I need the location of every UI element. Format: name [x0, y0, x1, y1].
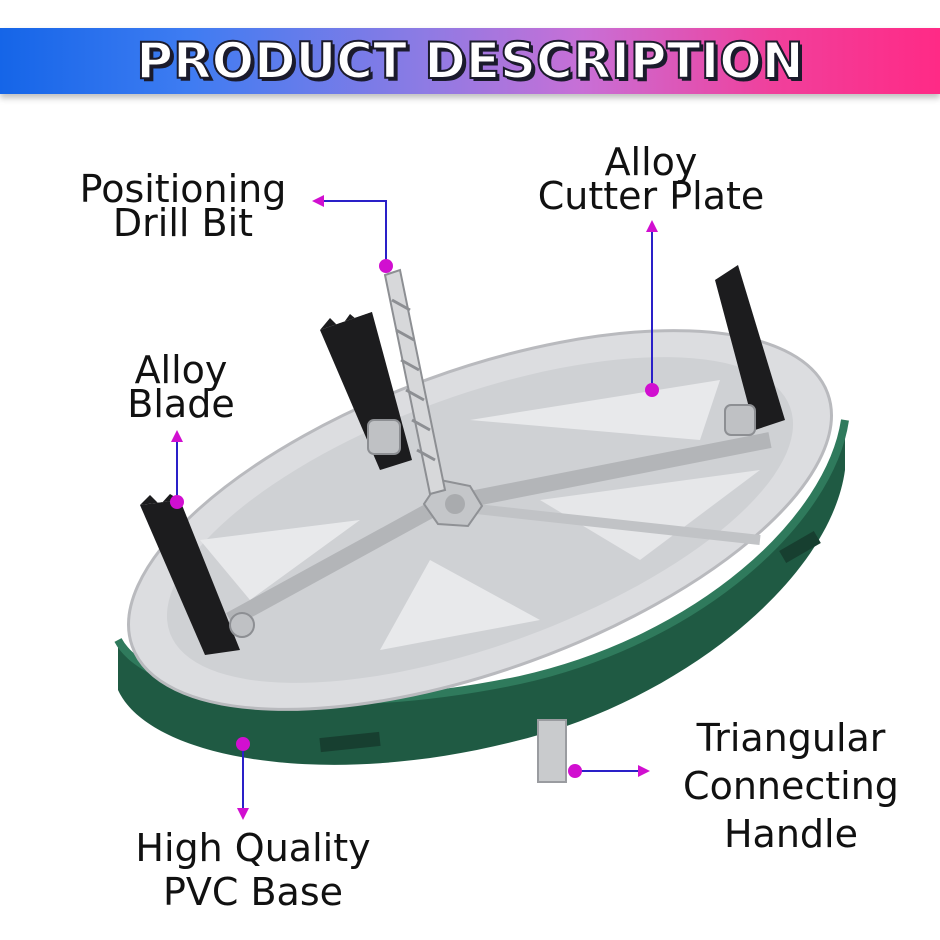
title-banner: [0, 28, 940, 94]
label-high-quality-pvc-base: High Quality PVC Base: [100, 826, 406, 914]
label-positioning-drill-bit: Positioning Drill Bit: [52, 167, 314, 245]
label-line: Cutter Plate: [537, 174, 765, 218]
banner-title: PRODUCT DESCRIPTION: [135, 31, 804, 91]
label-line: Triangular: [696, 716, 886, 760]
callout-handle: [568, 764, 650, 778]
label-line: Positioning: [79, 167, 287, 211]
label-line: Drill Bit: [112, 201, 254, 245]
label-line: Handle: [723, 812, 858, 856]
hex-shaft: [537, 719, 567, 783]
label-line: PVC Base: [162, 870, 344, 914]
callout-drill-bit: [312, 195, 393, 273]
blade-left: [140, 494, 255, 655]
drill-bit: [383, 268, 447, 496]
label-line: Connecting: [683, 764, 899, 808]
blade-right: [715, 265, 785, 436]
label-alloy-cutter-plate: Alloy Cutter Plate: [510, 140, 792, 218]
label-alloy-blade: Alloy Blade: [106, 348, 256, 426]
label-triangular-connecting-handle: Triangular Connecting Handle: [650, 714, 932, 858]
callout-cutter-plate: [645, 220, 659, 397]
callout-base: [236, 737, 250, 820]
blade-center: [320, 312, 412, 470]
label-line: Alloy: [604, 140, 698, 184]
callout-blade: [170, 430, 184, 509]
label-line: High Quality: [135, 826, 371, 870]
cutter-plate: [127, 329, 833, 711]
label-line: Alloy: [134, 348, 228, 392]
label-line: Blade: [127, 382, 235, 426]
